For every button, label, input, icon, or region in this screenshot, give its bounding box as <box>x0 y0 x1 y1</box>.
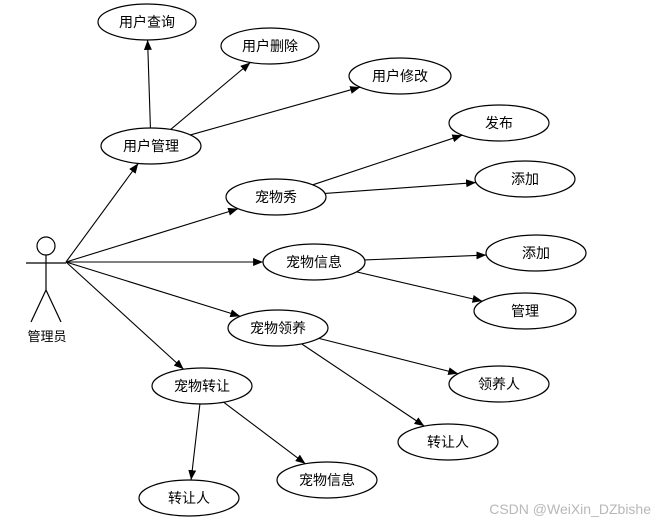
use-case-label: 领养人 <box>478 377 520 393</box>
use-case-adopt-transferor: 转让人 <box>397 423 499 461</box>
use-case-ellipse <box>473 292 577 330</box>
edge-pet-show-to-show-add <box>324 179 477 195</box>
use-case-label: 宠物转让 <box>174 379 230 395</box>
use-case-ellipse <box>448 104 550 142</box>
use-case-ellipse <box>448 365 550 403</box>
use-case-ellipse <box>485 234 587 272</box>
use-case-ellipse <box>348 57 452 95</box>
use-case-user-edit: 用户修改 <box>348 57 452 95</box>
use-case-user-query: 用户查询 <box>97 3 197 41</box>
use-case-label: 管理 <box>511 304 539 320</box>
use-case-ellipse <box>227 309 329 347</box>
use-case-pet-transfer: 宠物转让 <box>151 367 253 405</box>
use-case-label: 宠物信息 <box>286 254 342 271</box>
use-case-label: 添加 <box>511 172 539 188</box>
use-case-info-manage: 管理 <box>473 292 577 330</box>
actor-figure: 管理员 <box>26 236 67 345</box>
edge-user-mgmt-to-user-query <box>143 39 152 129</box>
use-case-label: 转让人 <box>168 491 210 507</box>
edges <box>65 39 487 481</box>
use-case-pet-info: 宠物信息 <box>262 243 366 281</box>
edge-pet-info-to-info-manage <box>356 271 483 303</box>
use-case-transfer-info: 宠物信息 <box>276 461 378 499</box>
use-case-label: 用户查询 <box>119 14 175 31</box>
edge-pet-transfer-to-transfer-info <box>223 401 306 465</box>
watermark: CSDN @WeiXin_DZbishe <box>489 501 651 517</box>
use-case-ellipse <box>397 423 499 461</box>
use-case-label: 用户删除 <box>242 38 298 55</box>
use-case-ellipse <box>100 127 202 165</box>
use-case-ellipse <box>151 367 253 405</box>
use-case-label: 添加 <box>522 246 550 262</box>
edge-user-mgmt-to-user-edit <box>190 86 361 136</box>
use-case-pet-adopt: 宠物领养 <box>227 309 329 347</box>
use-case-label: 宠物领养 <box>250 321 306 337</box>
use-case-user-delete: 用户删除 <box>220 27 320 65</box>
edge-pet-transfer-to-transferor <box>188 403 201 481</box>
use-case-label: 宠物信息 <box>299 472 355 489</box>
use-case-user-mgmt: 用户管理 <box>100 127 202 165</box>
edge-actor-to-pet-show <box>65 207 239 263</box>
use-case-adopter: 领养人 <box>448 365 550 403</box>
use-case-ellipse <box>262 243 366 281</box>
edge-pet-adopt-to-adopter <box>318 337 459 376</box>
edge-pet-adopt-to-adopt-transferor <box>301 343 425 427</box>
use-case-label: 用户修改 <box>372 68 428 85</box>
edge-actor-to-user-mgmt <box>65 163 139 263</box>
use-case-ellipse <box>276 461 378 499</box>
edge-actor-to-pet-transfer <box>65 261 185 370</box>
use-case-label: 用户管理 <box>123 138 179 155</box>
edge-pet-show-to-publish <box>312 134 463 186</box>
edge-user-mgmt-to-user-delete <box>170 62 251 130</box>
actor-label: 管理员 <box>27 330 66 345</box>
use-case-label: 转让人 <box>427 435 469 451</box>
use-case-ellipse <box>474 160 576 198</box>
use-case-label: 发布 <box>485 116 513 132</box>
use-case-ellipse <box>225 178 327 216</box>
edge-pet-info-to-info-add <box>364 251 487 261</box>
use-case-label: 宠物秀 <box>255 190 297 206</box>
use-case-show-add: 添加 <box>474 160 576 198</box>
edge-actor-to-pet-adopt <box>65 261 241 318</box>
use-case-ellipse <box>220 27 320 65</box>
use-case-pet-show: 宠物秀 <box>225 178 327 216</box>
use-case-transferor: 转让人 <box>138 479 240 517</box>
use-case-ellipse <box>97 3 197 41</box>
use-case-info-add: 添加 <box>485 234 587 272</box>
use-case-ellipse <box>138 479 240 517</box>
use-case-publish: 发布 <box>448 104 550 142</box>
